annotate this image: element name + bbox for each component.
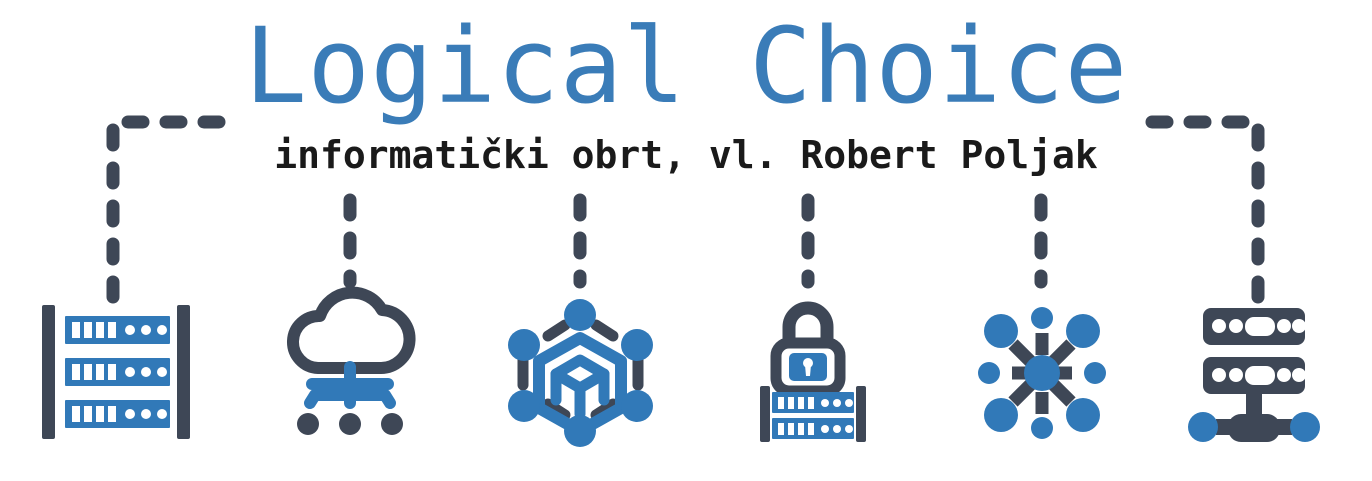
blockchain-node-icon bbox=[508, 299, 653, 447]
secure-server-icon bbox=[760, 301, 866, 442]
connector-elbow-right bbox=[1145, 115, 1265, 304]
server-rack-icon bbox=[42, 305, 190, 439]
cloud-network-icon bbox=[287, 286, 416, 435]
hub-network-icon bbox=[978, 307, 1106, 439]
page-title: Logical Choice bbox=[244, 5, 1128, 127]
page-subtitle: informatički obrt, vl. Robert Poljak bbox=[274, 133, 1098, 177]
connector-elbow-left bbox=[106, 115, 227, 304]
router-stack-icon bbox=[1188, 308, 1320, 442]
